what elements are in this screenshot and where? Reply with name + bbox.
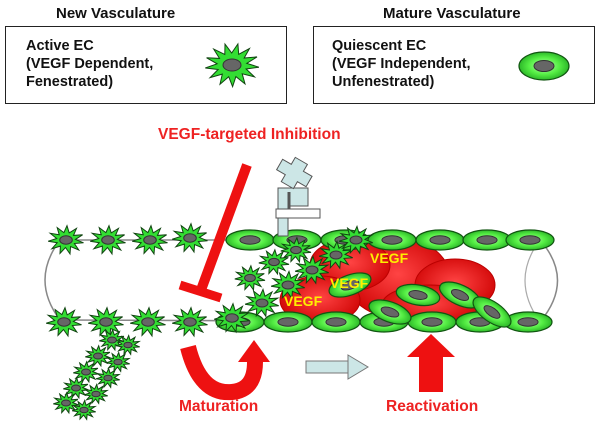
legend-quiescent-line-3: Unfenestrated) bbox=[332, 74, 435, 90]
active-ec-cell bbox=[52, 391, 79, 415]
header-mature-vasculature: Mature Vasculature bbox=[383, 5, 521, 22]
legend-quiescent-title: Quiescent EC bbox=[332, 38, 427, 54]
active-ec-cell bbox=[338, 224, 374, 255]
active-ec-cell bbox=[83, 383, 109, 405]
active-ec-cell bbox=[105, 351, 131, 373]
vegf-label-2: VEGF bbox=[330, 275, 369, 291]
active-ec-cell bbox=[294, 254, 330, 285]
active-ec-cell bbox=[72, 360, 99, 384]
inhibition-label: VEGF-targeted Inhibition bbox=[158, 126, 341, 143]
active-ec-cell bbox=[318, 239, 354, 270]
maturation-label: Maturation bbox=[179, 398, 259, 415]
vegf-label-3: VEGF bbox=[284, 293, 323, 309]
active-ec-cell bbox=[46, 306, 82, 338]
legend-quiescent-line-2: (VEGF Independent, bbox=[332, 56, 471, 72]
quiescent-ec-cell bbox=[407, 311, 457, 333]
legend-active-ec-text: Active EC (VEGF Dependent, Fenestrated) bbox=[26, 37, 153, 91]
reactivation-arrow bbox=[407, 334, 455, 392]
quiescent-ec-cell bbox=[263, 311, 313, 333]
active-ec-cell bbox=[71, 399, 97, 421]
legend-quiescent-ec-text: Quiescent EC (VEGF Independent, Unfenest… bbox=[332, 37, 471, 91]
active-ec-cell bbox=[132, 224, 168, 256]
legend-active-cell-icon bbox=[205, 42, 260, 89]
quiescent-ec-cell bbox=[328, 272, 372, 298]
active-ec-cell bbox=[244, 287, 280, 318]
quiescent-ec-cell bbox=[505, 229, 555, 251]
active-ec-cell bbox=[88, 306, 124, 338]
active-ec-cell bbox=[234, 264, 266, 292]
blocked-inhibitor-icon bbox=[275, 156, 321, 237]
inhibition-bar bbox=[178, 163, 252, 303]
active-ec-cell bbox=[95, 367, 121, 389]
active-ec-cell bbox=[115, 334, 141, 356]
active-ec-cell bbox=[280, 236, 312, 264]
quiescent-ec-cell bbox=[311, 311, 361, 333]
quiescent-ec-cell bbox=[225, 229, 275, 251]
cells-layer bbox=[46, 222, 555, 421]
maturation-arrow bbox=[180, 340, 270, 401]
active-ec-cell bbox=[258, 248, 290, 276]
active-ec-cell bbox=[172, 222, 208, 254]
legend-active-line-3: Fenestrated) bbox=[26, 74, 114, 90]
active-ec-cell bbox=[84, 344, 111, 368]
vegf-label-1: VEGF bbox=[370, 250, 409, 266]
quiescent-ec-cell bbox=[395, 283, 441, 307]
quiescent-ec-cell bbox=[462, 229, 512, 251]
quiescent-ec-cell bbox=[367, 229, 417, 251]
active-ec-cell bbox=[62, 376, 89, 400]
quiescent-ec-cell bbox=[368, 299, 412, 325]
progression-arrow bbox=[305, 354, 369, 380]
reactivation-label: Reactivation bbox=[386, 398, 479, 415]
active-ec-cell bbox=[270, 269, 306, 300]
legend-active-title: Active EC bbox=[26, 38, 94, 54]
quiescent-ec-cell bbox=[415, 229, 465, 251]
header-new-vasculature: New Vasculature bbox=[56, 5, 176, 22]
active-ec-cell bbox=[172, 306, 208, 338]
active-ec-cell bbox=[214, 302, 250, 334]
quiescent-ec-cell bbox=[472, 296, 512, 328]
active-ec-cell bbox=[48, 224, 84, 256]
legend-active-line-2: (VEGF Dependent, bbox=[26, 56, 154, 72]
legend-quiescent-cell-icon bbox=[518, 51, 570, 81]
active-ec-cell bbox=[90, 224, 126, 256]
active-ec-cell bbox=[130, 306, 166, 338]
